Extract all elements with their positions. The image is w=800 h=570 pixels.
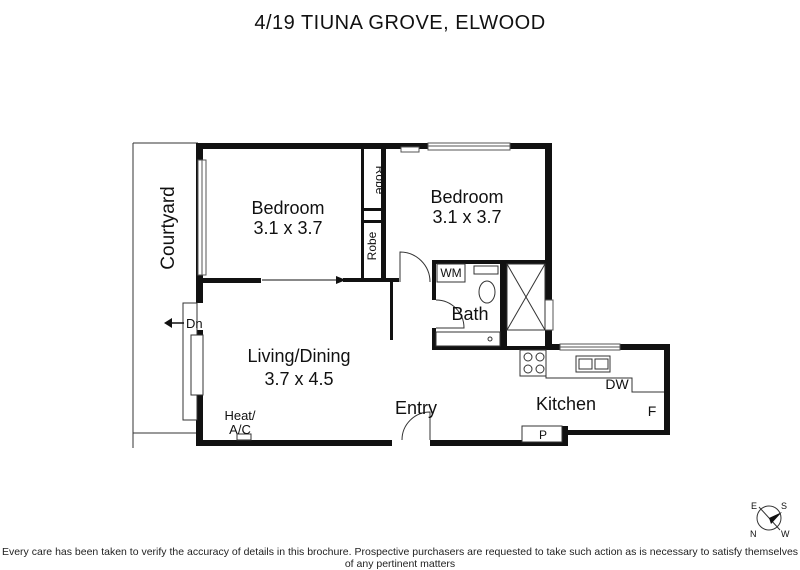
wm-label: WM (440, 266, 461, 280)
bedroom1-size: 3.1 x 3.7 (253, 218, 322, 238)
kitchen-label: Kitchen (536, 394, 596, 414)
compass-e: E (751, 501, 757, 511)
plan-title: 4/19 TIUNA GROVE, ELWOOD (254, 12, 546, 34)
robe1-label: Robe (373, 166, 387, 195)
bedroom2-size: 3.1 x 3.7 (432, 207, 501, 227)
sliding-door-arrow-icon (262, 276, 346, 284)
down-label: Dn (186, 316, 203, 331)
bath-fixtures (435, 263, 546, 347)
windows (197, 142, 621, 351)
compass-w: W (781, 529, 790, 539)
bedroom1-name: Bedroom (251, 198, 324, 218)
dw-label: DW (605, 376, 629, 392)
room-labels: Bedroom 3.1 x 3.7 Bedroom 3.1 x 3.7 Livi… (158, 166, 656, 442)
compass-icon: E S N W (750, 501, 790, 539)
down-arrow-icon (164, 318, 184, 328)
ac-label: A/C (229, 422, 251, 437)
robe2-label: Robe (365, 231, 379, 260)
door-swings (399, 251, 465, 441)
bath-label: Bath (451, 304, 488, 324)
pantry-label: P (539, 428, 547, 442)
disclaimer-text: Every care has been taken to verify the … (1, 546, 799, 570)
courtyard-area (132, 142, 198, 448)
cooktop-burner-icon (523, 352, 533, 362)
heat-label: Heat/ (224, 408, 255, 423)
living-name: Living/Dining (247, 346, 350, 366)
living-size: 3.7 x 4.5 (264, 369, 333, 389)
compass-n: N (750, 529, 757, 539)
courtyard-label: Courtyard (158, 186, 179, 269)
toilet-icon (478, 280, 496, 304)
fridge-label: F (648, 403, 657, 419)
kitchen-fixtures (236, 349, 664, 443)
compass-s: S (781, 501, 787, 511)
entry-label: Entry (395, 398, 437, 418)
sliding-door (182, 302, 204, 421)
bedroom2-name: Bedroom (430, 187, 503, 207)
